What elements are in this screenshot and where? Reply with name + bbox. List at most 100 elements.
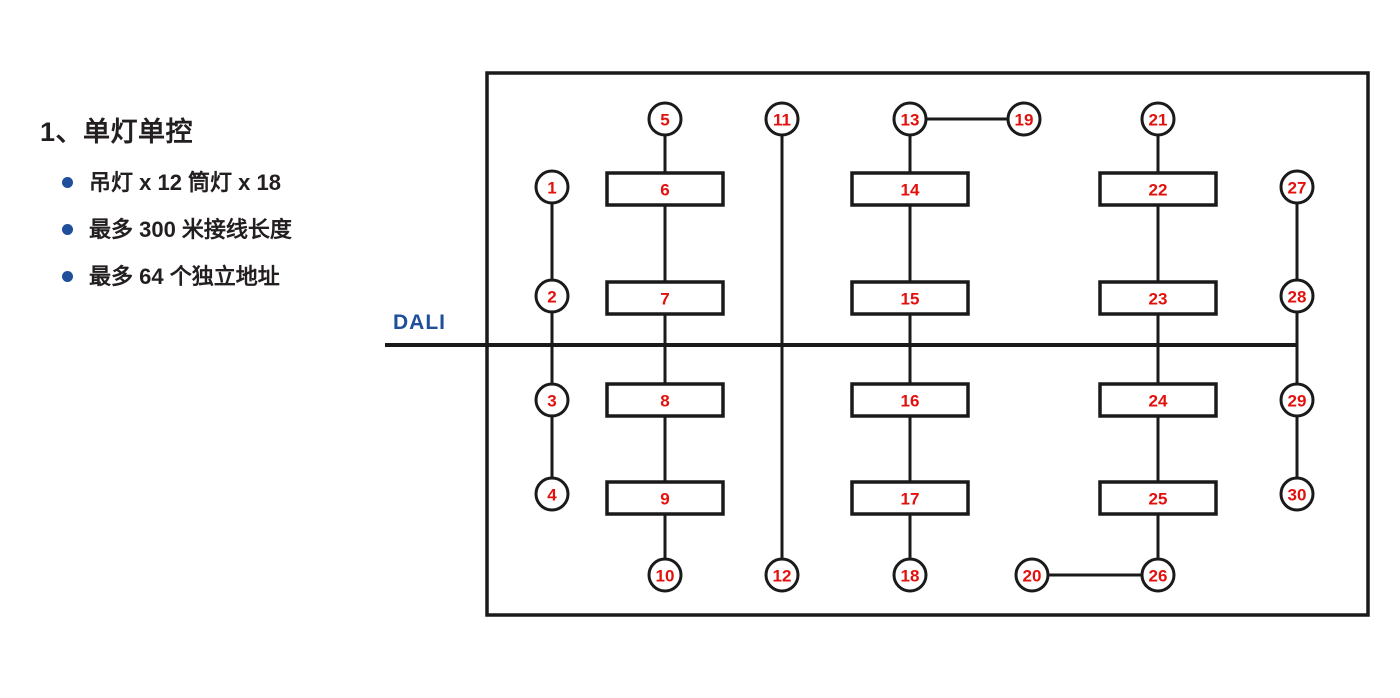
fixture-rect-shape — [605, 171, 725, 207]
fixture-circle-label: 30 — [1288, 486, 1307, 505]
legend-bullet-label: 最多 64 个独立地址 — [89, 264, 280, 290]
fixture-rect-shape — [850, 480, 970, 516]
fixture-circle-19[interactable]: 19 — [1006, 101, 1042, 137]
fixture-circle-27[interactable]: 27 — [1279, 169, 1315, 205]
fixture-circle-label: 11 — [773, 111, 791, 130]
legend-bullet-label: 吊灯 x 12 筒灯 x 18 — [89, 169, 281, 195]
fixture-rect-label: 6 — [660, 181, 669, 200]
fixture-circle-label: 19 — [1015, 111, 1034, 130]
fixture-circle-28[interactable]: 28 — [1279, 278, 1315, 314]
fixture-rect-shape — [605, 382, 725, 418]
fixture-rect-17[interactable]: 17 — [850, 480, 970, 516]
fixture-circle-12[interactable]: 12 — [764, 557, 800, 593]
legend-panel: 1、单灯单控 吊灯 x 12 筒灯 x 18 最多 300 米接线长度 最多 6… — [40, 117, 400, 290]
fixture-circle-shape — [534, 382, 570, 418]
fixture-circle-5[interactable]: 5 — [647, 101, 683, 137]
list-item: 最多 300 米接线长度 — [40, 217, 400, 242]
fixture-circle-label: 21 — [1149, 111, 1168, 130]
fixture-circle-label: 10 — [656, 567, 675, 586]
fixture-rect-label: 16 — [901, 392, 920, 411]
fixture-circle-label: 27 — [1288, 179, 1307, 198]
fixture-rect-label: 9 — [660, 490, 669, 509]
fixture-rect-9[interactable]: 9 — [605, 480, 725, 516]
fixture-rect-label: 22 — [1149, 181, 1168, 200]
fixture-circle-shape — [764, 101, 800, 137]
page-title: 1、单灯单控 — [40, 117, 194, 147]
fixture-circle-26[interactable]: 26 — [1140, 557, 1176, 593]
fixture-rect-label: 24 — [1149, 392, 1168, 411]
fixture-rect-label: 7 — [660, 290, 669, 309]
fixture-circle-label: 13 — [901, 111, 920, 130]
fixture-rect-label: 15 — [901, 290, 920, 309]
fixture-circle-label: 28 — [1288, 288, 1307, 307]
bullet-dot-icon — [62, 224, 73, 236]
dali-bus-label: DALI — [393, 311, 446, 334]
list-item: 吊灯 x 12 筒灯 x 18 — [40, 170, 400, 195]
fixture-rect-14[interactable]: 14 — [850, 171, 970, 207]
fixture-circle-3[interactable]: 3 — [534, 382, 570, 418]
fixture-rect-shape — [605, 480, 725, 516]
fixture-rect-label: 14 — [901, 181, 920, 200]
fixture-rect-label: 8 — [660, 392, 669, 411]
fixture-circle-shape — [534, 169, 570, 205]
fixture-circle-shape — [1279, 278, 1315, 314]
legend-bullet-label: 最多 300 米接线长度 — [89, 216, 292, 242]
fixture-circle-label: 5 — [660, 111, 669, 130]
fixture-circle-11[interactable]: 11 — [764, 101, 800, 137]
fixture-circle-label: 12 — [773, 567, 792, 586]
fixture-rect-15[interactable]: 15 — [850, 280, 970, 316]
fixture-circle-10[interactable]: 10 — [647, 557, 683, 593]
fixture-circle-label: 18 — [901, 567, 920, 586]
bullet-dot-icon — [62, 176, 73, 188]
fixture-circle-label: 1 — [547, 179, 556, 198]
fixture-circle-shape — [1140, 557, 1176, 593]
fixture-rect-7[interactable]: 7 — [605, 280, 725, 316]
fixture-rect-25[interactable]: 25 — [1098, 480, 1218, 516]
bullet-dot-icon — [62, 271, 73, 283]
fixture-rect-label: 25 — [1149, 490, 1168, 509]
fixture-circle-label: 29 — [1288, 392, 1307, 411]
fixture-rect-23[interactable]: 23 — [1098, 280, 1218, 316]
fixture-rect-6[interactable]: 6 — [605, 171, 725, 207]
fixture-circle-shape — [1014, 557, 1050, 593]
fixture-circle-shape — [647, 557, 683, 593]
list-item: 最多 64 个独立地址 — [40, 264, 400, 289]
fixture-circle-label: 20 — [1023, 567, 1042, 586]
fixture-rect-shape — [605, 280, 725, 316]
fixture-circle-shape — [1279, 382, 1315, 418]
fixture-rect-16[interactable]: 16 — [850, 382, 970, 418]
fixture-circle-shape — [1140, 101, 1176, 137]
fixture-circle-21[interactable]: 21 — [1140, 101, 1176, 137]
fixture-rect-shape — [1098, 480, 1218, 516]
fixture-circle-shape — [1279, 169, 1315, 205]
fixture-rect-shape — [850, 382, 970, 418]
fixture-rect-24[interactable]: 24 — [1098, 382, 1218, 418]
fixture-circle-label: 3 — [547, 392, 556, 411]
fixture-circle-shape — [1006, 101, 1042, 137]
fixture-rect-8[interactable]: 8 — [605, 382, 725, 418]
fixture-rect-shape — [1098, 280, 1218, 316]
fixture-rect-label: 23 — [1149, 290, 1168, 309]
fixture-rect-shape — [850, 280, 970, 316]
fixture-circle-4[interactable]: 4 — [534, 476, 570, 512]
fixture-circle-29[interactable]: 29 — [1279, 382, 1315, 418]
fixture-rect-shape — [1098, 171, 1218, 207]
fixture-circle-label: 26 — [1149, 567, 1168, 586]
fixture-circle-20[interactable]: 20 — [1014, 557, 1050, 593]
fixture-circle-label: 2 — [547, 288, 556, 307]
fixture-circle-1[interactable]: 1 — [534, 169, 570, 205]
fixture-circle-18[interactable]: 18 — [892, 557, 928, 593]
fixture-rect-shape — [1098, 382, 1218, 418]
fixture-circle-shape — [764, 557, 800, 593]
fixture-circle-shape — [892, 557, 928, 593]
fixture-circle-13[interactable]: 13 — [892, 101, 928, 137]
fixture-circle-30[interactable]: 30 — [1279, 476, 1315, 512]
fixture-circle-2[interactable]: 2 — [534, 278, 570, 314]
fixture-rect-shape — [850, 171, 970, 207]
fixture-circle-shape — [892, 101, 928, 137]
fixture-circle-label: 4 — [547, 486, 557, 505]
fixture-rect-22[interactable]: 22 — [1098, 171, 1218, 207]
